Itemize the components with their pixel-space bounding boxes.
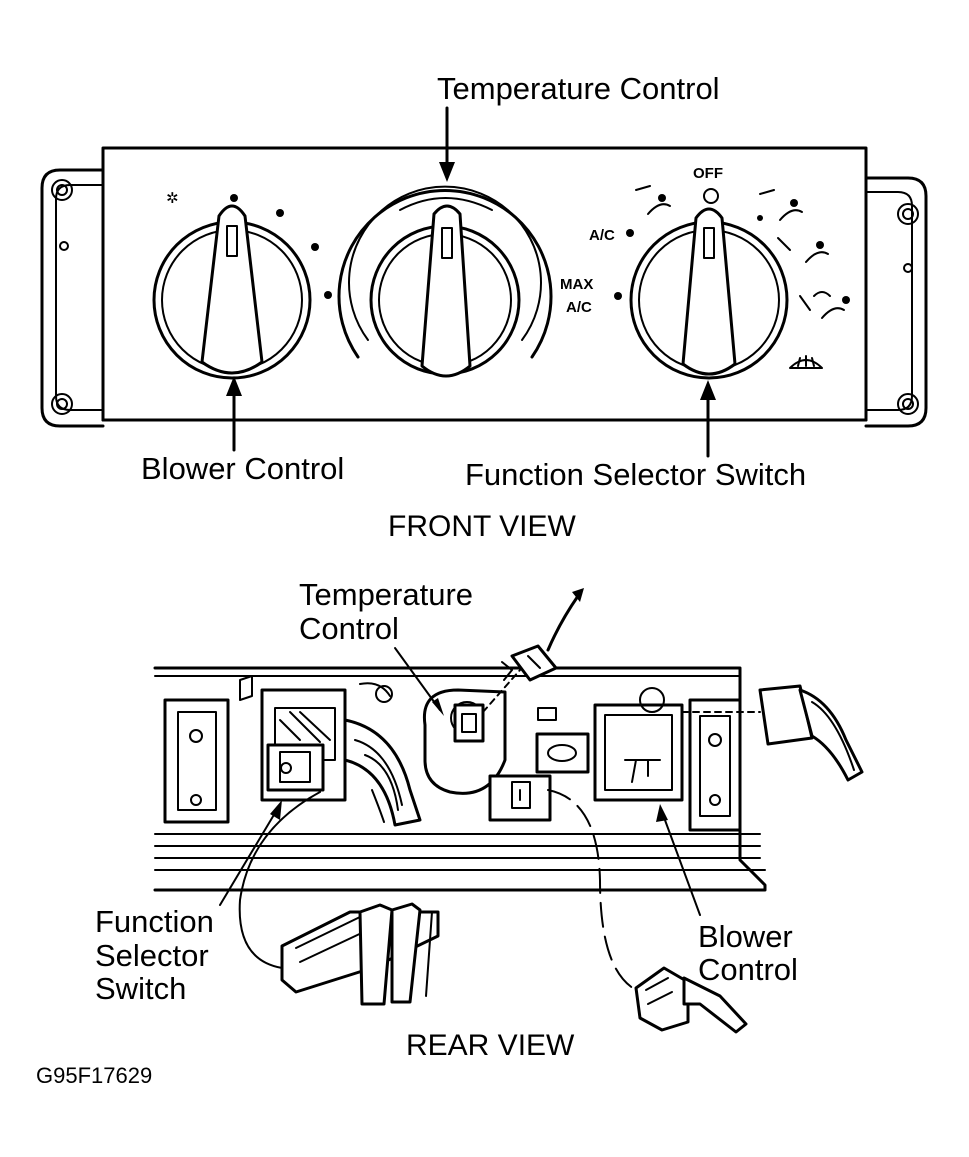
defrost-icon <box>789 355 823 369</box>
ac-marking: A/C <box>589 227 615 244</box>
blower-speed-dot <box>311 243 319 251</box>
floor-defrost-icon <box>799 291 850 319</box>
blower-connector <box>634 966 748 1034</box>
rear-blower-label-line1: Blower <box>698 919 793 954</box>
rear-view: Temperature Control Function Selector Sw… <box>95 577 864 1062</box>
front-view-caption: FRONT VIEW <box>388 510 576 543</box>
front-view: ✲ <box>40 71 928 543</box>
bilevel-airflow-icon <box>757 189 803 221</box>
blower-wire <box>547 789 637 991</box>
rear-blower-label-line2: Control <box>698 952 798 987</box>
temperature-control-knob[interactable] <box>337 185 553 378</box>
rear-housing <box>153 666 767 892</box>
rear-temperature-label-line2: Control <box>299 611 399 646</box>
temperature-control-arrow <box>439 106 455 182</box>
function-selector-arrow <box>700 380 716 458</box>
rear-temperature-leader <box>394 647 441 711</box>
off-indicator-icon <box>703 188 719 204</box>
rear-function-selector-switch <box>260 688 422 827</box>
mode-dot <box>626 229 634 237</box>
rear-blower-control <box>488 684 864 822</box>
temperature-control-label: Temperature Control <box>437 71 720 106</box>
blower-control-arrow <box>226 376 242 452</box>
floor-airflow-icon <box>777 237 829 263</box>
rear-blower-leader <box>661 811 701 916</box>
blower-speed-dot <box>276 209 284 217</box>
blower-speed-dot <box>324 291 332 299</box>
off-marking: OFF <box>693 165 723 182</box>
max-ac-marking: A/C <box>566 299 592 316</box>
rear-temperature-label-line1: Temperature <box>299 577 473 612</box>
function-selector-wire <box>238 791 321 969</box>
blower-control-label: Blower Control <box>141 451 344 486</box>
max-marking: MAX <box>560 276 593 293</box>
rear-function-label-line3: Switch <box>95 971 186 1006</box>
rear-function-label-line1: Function <box>95 904 214 939</box>
fan-low-icon: ✲ <box>166 190 179 207</box>
blower-speed-dot <box>230 194 238 202</box>
blower-control-knob[interactable]: ✲ <box>152 190 332 380</box>
rear-view-caption: REAR VIEW <box>406 1029 575 1062</box>
control-panel <box>40 146 928 428</box>
function-selector-knob[interactable] <box>614 185 850 380</box>
mode-dot <box>614 292 622 300</box>
function-selector-connector <box>280 902 440 1006</box>
figure-code: G95F17629 <box>36 1063 152 1088</box>
rear-function-selector-leader <box>219 807 279 906</box>
rear-function-label-line2: Selector <box>95 938 209 973</box>
function-selector-switch-label: Function Selector Switch <box>465 457 806 492</box>
panel-airflow-icon <box>635 185 671 215</box>
